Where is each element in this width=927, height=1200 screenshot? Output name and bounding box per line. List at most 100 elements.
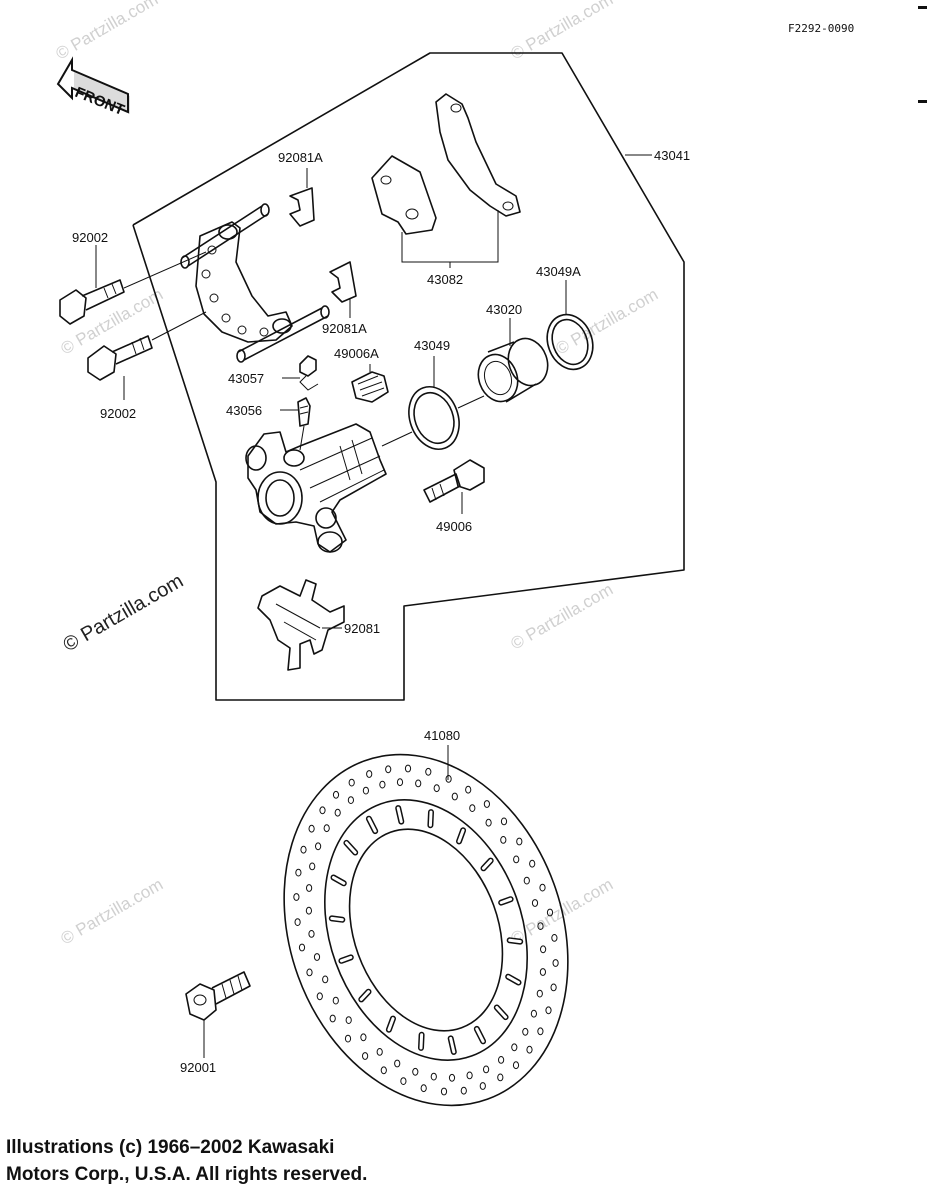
disc-slot: [359, 990, 370, 1001]
edge-mark: [918, 100, 927, 103]
disc-hole: [552, 959, 559, 967]
disc-hole: [344, 1034, 352, 1043]
disc-hole: [322, 975, 329, 984]
disc-slot: [499, 897, 513, 905]
disc-hole: [512, 1061, 520, 1070]
disc-slot: [428, 810, 433, 827]
label-49006a: 49006A: [334, 346, 379, 361]
disc-hole: [306, 884, 313, 892]
disc-hole: [537, 1027, 544, 1036]
disc-hole: [550, 983, 557, 992]
disc-hole: [394, 1059, 401, 1068]
disc-hole: [523, 876, 530, 885]
anti-rattle-spring: [257, 579, 345, 671]
disc-hole: [306, 968, 313, 977]
watermark-faint: © Partzilla.com: [53, 0, 162, 63]
mounting-bolt-bottom: [87, 335, 153, 381]
disc-slot: [396, 806, 403, 824]
disc-hole: [308, 930, 315, 938]
disc-hole: [466, 1071, 473, 1080]
disc-hole: [400, 1077, 407, 1085]
disc-hole: [348, 778, 355, 787]
disc-hole: [516, 837, 523, 846]
disc-hole: [430, 1072, 437, 1081]
disc-hole: [483, 1065, 490, 1074]
label-43082: 43082: [427, 272, 463, 287]
disc-hole: [329, 1014, 336, 1023]
label-92081: 92081: [344, 621, 380, 636]
disc-hole: [530, 1009, 538, 1018]
disc-hole: [513, 855, 520, 864]
disc-slot: [332, 876, 346, 885]
copyright-line-1: Illustrations (c) 1966–2002 Kawasaki: [6, 1137, 335, 1158]
pad-spring-clip-mid: [329, 261, 357, 303]
disc-hole: [522, 1027, 529, 1036]
piston-seal-a: [546, 313, 594, 371]
mounting-bolt-top: [59, 279, 125, 325]
disc-slot: [449, 1036, 456, 1054]
disc-hole: [298, 943, 306, 952]
disc-slot: [457, 828, 465, 843]
caliper-bracket: [180, 203, 330, 363]
disc-hole: [308, 824, 315, 833]
disc-slot: [367, 817, 377, 833]
disc-hole: [332, 996, 339, 1005]
disc-holes: [293, 764, 559, 1096]
disc-hole: [440, 1087, 448, 1096]
watermark-main: © Partzilla.com: [60, 570, 188, 656]
disc-slots: [328, 805, 524, 1055]
disc-hole: [485, 818, 492, 827]
disc-hole: [293, 893, 300, 901]
disc-hole: [345, 1016, 352, 1024]
label-43057: 43057: [228, 371, 264, 386]
disc-hole: [415, 779, 422, 788]
disc-hole: [380, 1066, 387, 1075]
disc-hole: [300, 845, 307, 854]
label-41080: 41080: [424, 728, 460, 743]
disc-slot: [339, 955, 353, 963]
disc-slot: [495, 1006, 508, 1019]
disc-slot: [344, 841, 357, 854]
copyright-line-2: Motors Corp., U.S.A. All rights reserved…: [6, 1164, 368, 1185]
label-49006: 49006: [436, 519, 472, 534]
disc-hole: [323, 824, 330, 833]
watermark-faint: © Partzilla.com: [58, 875, 167, 949]
disc-hole: [498, 1056, 505, 1064]
disc-hole: [309, 862, 316, 871]
disc-mounting-bolt: [185, 971, 251, 1021]
dust-boot: [351, 371, 389, 403]
label-92002-bottom: 92002: [100, 406, 136, 421]
disc-hole: [539, 968, 547, 976]
disc-hole: [332, 790, 340, 799]
disc-slot: [419, 1033, 424, 1050]
front-arrow-icon: FRONT: [56, 56, 130, 119]
disc-hole: [313, 953, 321, 961]
pad-spring-clip-top: [289, 187, 315, 227]
disc-slot: [475, 1027, 485, 1043]
disc-hole: [539, 883, 546, 892]
disc-hole: [396, 778, 404, 787]
disc-hole: [347, 796, 354, 804]
label-43041: 43041: [654, 148, 690, 163]
diagram-code: F2292-0090: [788, 22, 854, 35]
disc-hole: [294, 918, 301, 926]
disc-hole: [500, 817, 508, 826]
watermark-faint: © Partzilla.com: [553, 285, 662, 359]
label-92001: 92001: [180, 1060, 216, 1075]
disc-slot: [330, 916, 344, 922]
label-43056: 43056: [226, 403, 262, 418]
disc-hole: [362, 786, 369, 795]
disc-hole: [500, 836, 507, 844]
bleeder-cap: [299, 355, 319, 391]
disc-hole: [412, 1067, 419, 1076]
disc-hole: [497, 1073, 504, 1082]
disc-hole: [537, 922, 544, 930]
disc-hole: [511, 1043, 518, 1052]
disc-hole: [316, 992, 323, 1001]
disc-hole: [540, 945, 547, 954]
disc-hole: [385, 765, 392, 774]
label-92081a-mid: 92081A: [322, 321, 367, 336]
disc-hole: [420, 1084, 427, 1093]
caliper-assembly-outline: [132, 52, 685, 701]
